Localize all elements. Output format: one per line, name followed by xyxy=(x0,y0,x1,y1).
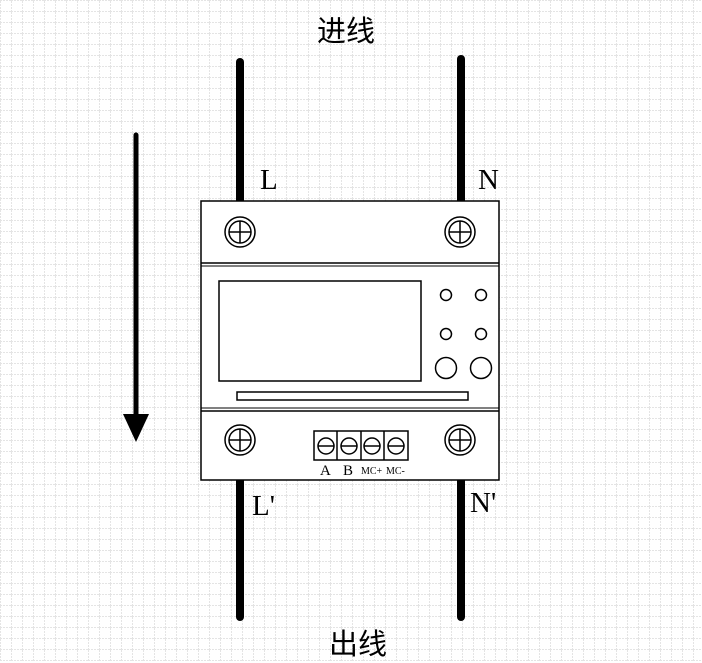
terminal-label-L-out: L' xyxy=(252,490,275,522)
comm-terminal-screw-MC-minus xyxy=(387,437,405,455)
meter-button-right xyxy=(469,356,493,380)
comm-label-MC-plus: MC+ xyxy=(361,466,383,477)
incoming-line-label: 进线 xyxy=(317,14,376,48)
screw-terminal-N-out xyxy=(444,424,476,456)
flow-direction-arrow xyxy=(123,132,149,442)
comm-terminal-screw-A xyxy=(317,437,335,455)
indicator-led-3 xyxy=(439,327,453,341)
comm-label-MC-minus: MC- xyxy=(386,466,405,477)
indicator-led-4 xyxy=(474,327,488,341)
comm-terminal-screw-MC-plus xyxy=(363,437,381,455)
screw-terminal-N-in xyxy=(444,216,476,248)
indicator-led-2 xyxy=(474,288,488,302)
terminal-label-N-out: N' xyxy=(470,487,497,519)
outgoing-line-label: 出线 xyxy=(329,627,388,661)
screw-terminal-L-out xyxy=(224,424,256,456)
meter-button-left xyxy=(434,356,458,380)
indicator-led-1 xyxy=(439,288,453,302)
comm-label-B: B xyxy=(343,463,354,479)
terminal-label-N-in: N xyxy=(478,164,499,196)
comm-terminal-screw-B xyxy=(340,437,358,455)
terminal-label-L-in: L xyxy=(260,164,278,196)
label-slot xyxy=(236,391,469,401)
comm-label-A: A xyxy=(320,463,331,479)
screw-terminal-L-in xyxy=(224,216,256,248)
lcd-display xyxy=(218,280,422,382)
